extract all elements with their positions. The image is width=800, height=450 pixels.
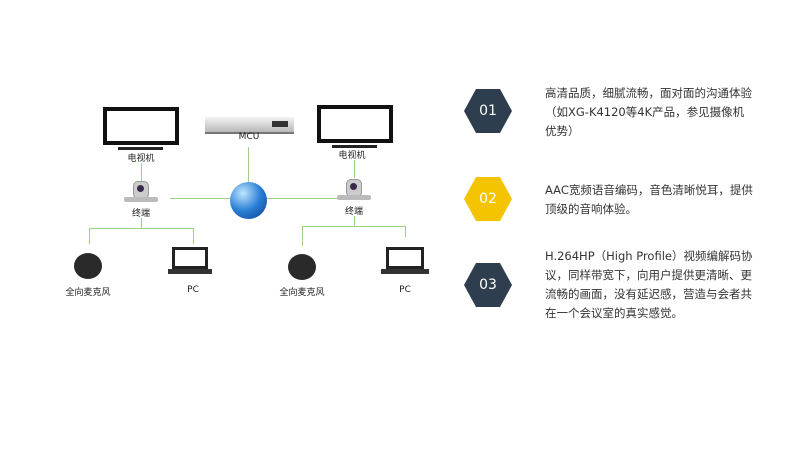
feature-number-badge: 02 [464, 177, 512, 221]
connector [405, 226, 406, 237]
pc-label: PC [187, 285, 199, 295]
laptop-icon [168, 247, 212, 275]
connector [354, 160, 355, 178]
terminal-label: 终端 [131, 209, 151, 219]
tv-icon [317, 105, 393, 143]
pc-label: PC [399, 285, 411, 295]
mic-label: 全向麦克风 [279, 288, 325, 298]
connector [141, 218, 142, 228]
feature-description: 高清品质，细腻流畅，面对面的沟通体验（如XG-K4120等4K产品，参见摄像机优… [545, 86, 752, 138]
connector [89, 228, 90, 244]
microphone-icon [74, 253, 102, 279]
microphone-icon [288, 254, 316, 280]
camera-terminal-icon [124, 181, 158, 203]
mic-label: 全向麦克风 [65, 288, 111, 298]
connector [354, 216, 355, 226]
connector [193, 228, 194, 244]
connector [302, 226, 303, 246]
connector [248, 147, 249, 183]
internet-globe-icon [230, 182, 267, 219]
tv-label: 电视机 [127, 154, 155, 164]
tv-stand [118, 147, 163, 150]
connector [170, 198, 232, 199]
laptop-icon [381, 247, 429, 275]
feature-number-badge: 03 [464, 263, 512, 307]
terminal-label: 终端 [344, 207, 364, 217]
mcu-device-icon [205, 117, 294, 134]
connector [265, 198, 338, 199]
mcu-label: MCU [238, 132, 260, 142]
feature-description: AAC宽频语音编码，音色清晰悦耳，提供顶级的音响体验。 [545, 183, 753, 216]
tv-icon [103, 107, 179, 145]
camera-terminal-icon [337, 179, 371, 201]
feature-description: H.264HP（High Profile）视频编解码协议，同样带宽下，向用户提供… [545, 249, 753, 320]
connector [302, 226, 405, 227]
connector [89, 228, 193, 229]
connector [141, 163, 142, 181]
tv-stand [332, 145, 377, 148]
tv-label: 电视机 [338, 151, 366, 161]
feature-number-badge: 01 [464, 89, 512, 133]
